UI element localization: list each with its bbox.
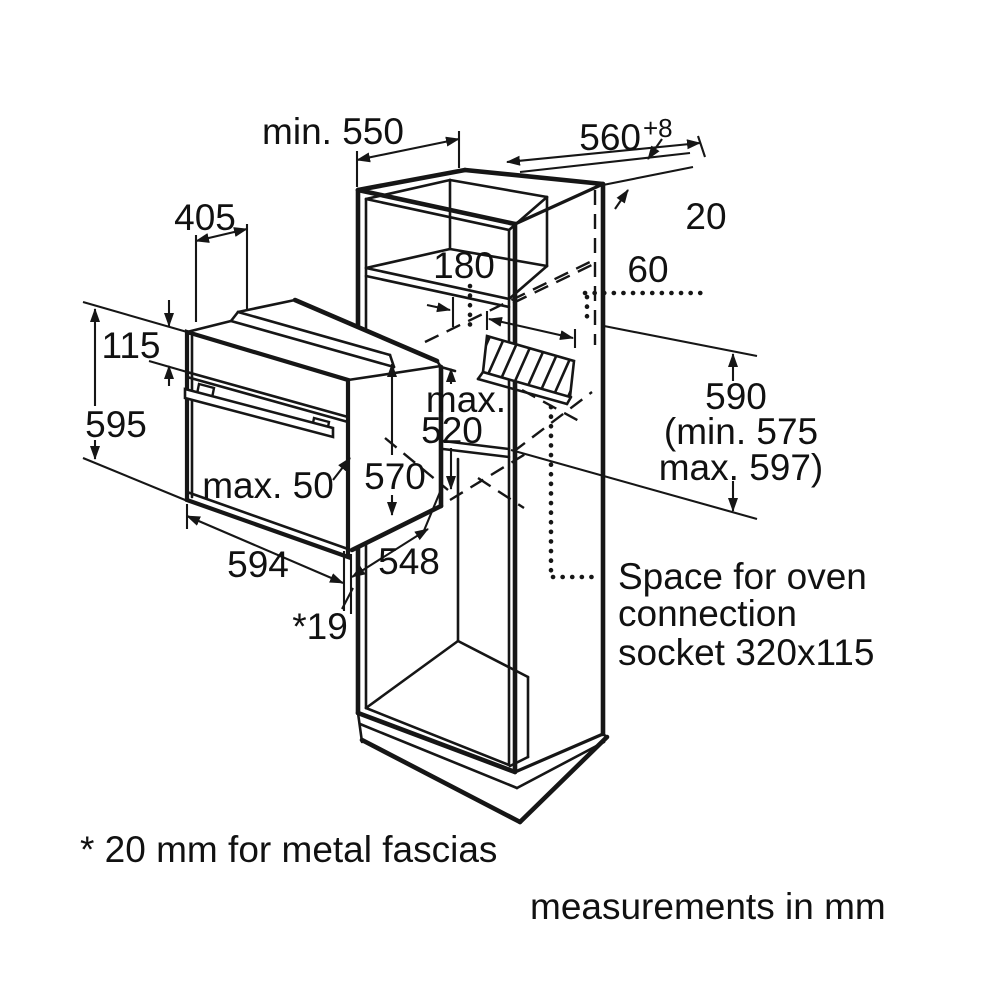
label-niche-width: 560 [579, 117, 641, 158]
label-max-depth-1: max. [426, 379, 506, 420]
label-max-depth-2: 520 [421, 410, 483, 451]
socket-annotation-line1: Space for oven [618, 556, 867, 597]
units-note: measurements in mm [530, 886, 886, 927]
label-fascia-thickness: *19 [292, 606, 348, 647]
label-door-clearance: max. 50 [202, 465, 334, 506]
dotted-reference-lines [467, 283, 705, 580]
socket-annotation-line2: connection [618, 593, 797, 634]
label-socket-clearance: 60 [627, 249, 668, 290]
label-oven-width: 594 [227, 544, 289, 585]
label-oven-height: 595 [85, 404, 147, 445]
label-upper-compartment: 180 [433, 245, 495, 286]
label-niche-width-tolerance: +8 [643, 113, 673, 143]
label-niche-height-min: (min. 575 [664, 411, 818, 452]
oven-handle [183, 382, 335, 439]
label-fascia-height: 115 [102, 325, 161, 366]
hidden-lines [384, 190, 597, 510]
label-rear-gap: 20 [685, 196, 726, 237]
dimension-labels: min. 550 560 +8 20 405 180 60 115 595 ma… [85, 111, 823, 647]
label-oven-depth: 548 [378, 541, 440, 582]
label-top-depth: 405 [174, 197, 236, 238]
oven [183, 297, 457, 560]
footnote-metal-fascias: * 20 mm for metal fascias [80, 829, 497, 870]
label-niche-depth: min. 550 [262, 111, 404, 152]
label-inner-height: 570 [364, 456, 426, 497]
socket-annotation: Space for oven connection socket 320x115 [618, 556, 874, 673]
socket-annotation-line3: socket 320x115 [618, 632, 874, 673]
dimension-lines [82, 131, 758, 614]
label-niche-height: 590 [705, 376, 767, 417]
label-niche-height-max: max. 597) [659, 447, 824, 488]
